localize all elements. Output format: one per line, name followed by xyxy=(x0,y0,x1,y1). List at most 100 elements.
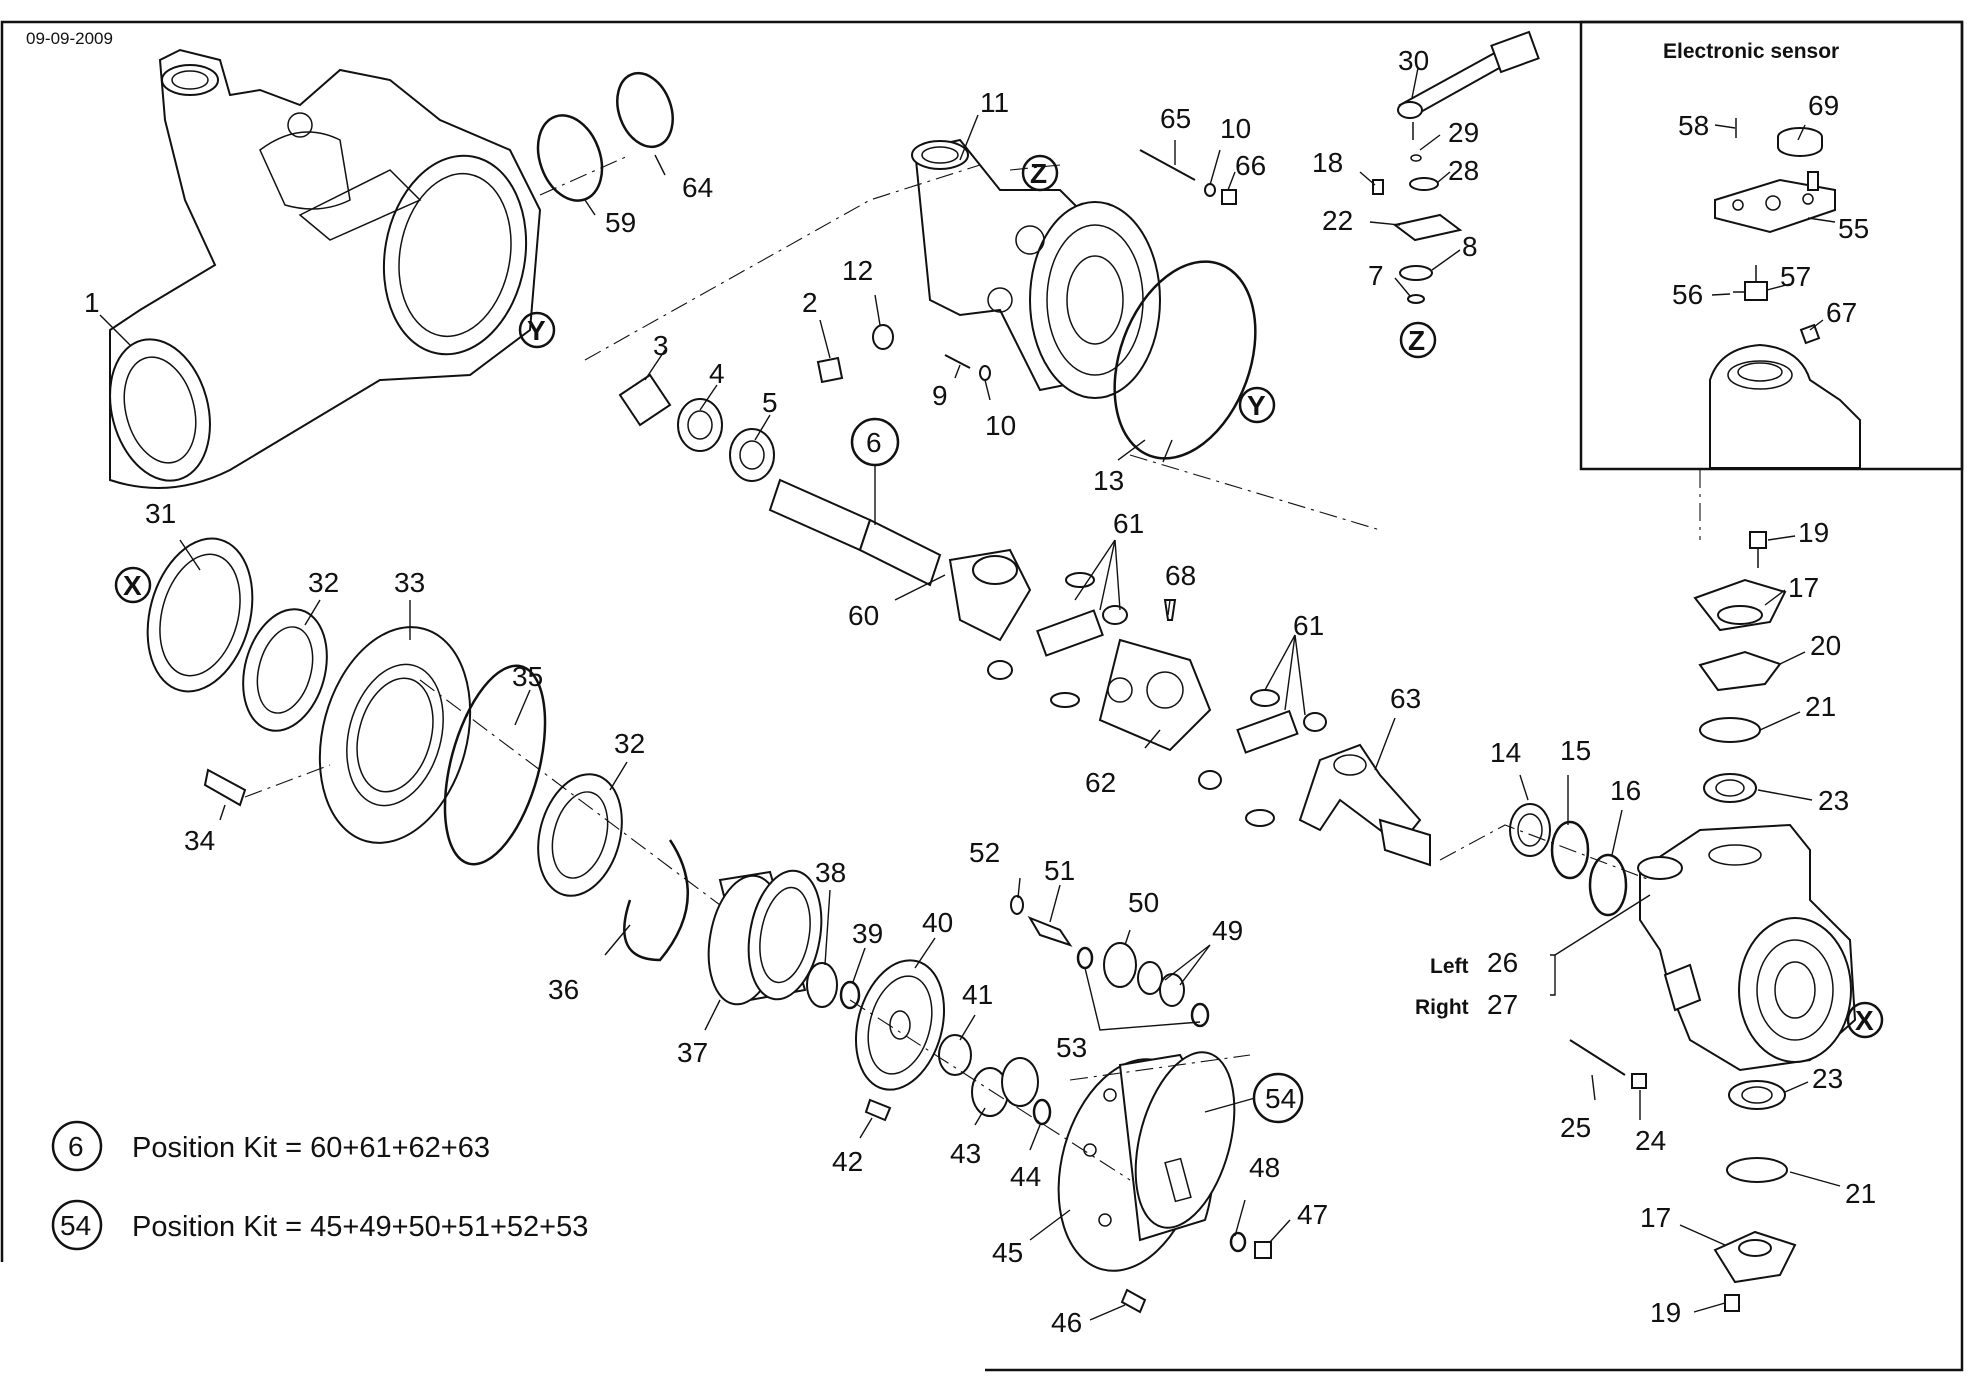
leader-lines xyxy=(99,67,1841,1321)
callout-19b: 19 xyxy=(1650,1297,1681,1328)
snap-ring-15 xyxy=(1550,820,1590,880)
callout-22: 22 xyxy=(1322,205,1353,236)
washer-52 xyxy=(1010,895,1024,915)
callout-8: 8 xyxy=(1462,231,1478,262)
callout-56: 56 xyxy=(1672,279,1703,310)
pin-51 xyxy=(1027,915,1073,947)
callout-13: 13 xyxy=(1093,465,1124,496)
callout-66: 66 xyxy=(1235,150,1266,181)
kit-6-position: 6 xyxy=(68,1131,84,1162)
axle-housing xyxy=(109,48,542,489)
callout-17a: 17 xyxy=(1788,572,1819,603)
swivel-housing-11 xyxy=(911,138,1161,399)
callout-18: 18 xyxy=(1312,147,1343,178)
callout-12: 12 xyxy=(842,255,873,286)
gear-50 xyxy=(1103,942,1137,988)
o-ring-13 xyxy=(1113,260,1257,460)
svg-text:Z: Z xyxy=(1408,325,1425,356)
callout-15: 15 xyxy=(1560,735,1591,766)
callout-21b: 21 xyxy=(1845,1178,1876,1209)
callout-4: 4 xyxy=(709,358,725,389)
o-ring-35 xyxy=(443,664,547,866)
callout-29: 29 xyxy=(1448,117,1479,148)
callout-30: 30 xyxy=(1398,45,1429,76)
seal-14 xyxy=(1509,803,1551,857)
callout-45: 45 xyxy=(992,1237,1023,1268)
callout-58: 58 xyxy=(1678,110,1709,141)
callout-61a: 61 xyxy=(1113,508,1144,539)
callout-3: 3 xyxy=(653,330,669,361)
drive-shaft-assembly xyxy=(768,478,1431,867)
callout-55: 55 xyxy=(1838,213,1869,244)
callout-46: 46 xyxy=(1051,1307,1082,1338)
marker-z-top: Z xyxy=(1021,154,1059,192)
king-pin-bottom-stack xyxy=(1713,1080,1797,1312)
planet-carrier-40 xyxy=(854,959,946,1091)
callout-38: 38 xyxy=(815,857,846,888)
callout-59: 59 xyxy=(605,207,636,238)
svg-text:Y: Y xyxy=(1247,390,1266,421)
kit-54-text: Position Kit = 45+49+50+51+52+53 xyxy=(132,1211,588,1243)
callout-1: 1 xyxy=(84,287,100,318)
callout-60: 60 xyxy=(848,600,879,631)
marker-x-seal: X xyxy=(114,566,152,604)
callout-23b: 23 xyxy=(1812,1063,1843,1094)
callout-64: 64 xyxy=(682,172,713,203)
callout-9: 9 xyxy=(932,380,948,411)
kit-54-position: 54 xyxy=(60,1210,91,1241)
ring-48 xyxy=(1229,1231,1247,1253)
callout-2: 2 xyxy=(802,287,818,318)
callout-37: 37 xyxy=(677,1037,708,1068)
electronic-sensor-inset: Electronic sensor 58 69 55 56 57 67 xyxy=(1579,20,1964,471)
marker-z-sensor: Z xyxy=(1399,321,1437,359)
ring-16 xyxy=(1588,853,1628,917)
bearing-32a xyxy=(242,608,328,732)
inset-title: Electronic sensor xyxy=(1663,40,1839,63)
date-stamp: 09-09-2009 xyxy=(26,29,113,48)
callout-52: 52 xyxy=(969,837,1000,868)
callout-47: 47 xyxy=(1297,1199,1328,1230)
ring-39 xyxy=(839,980,861,1010)
callout-41: 41 xyxy=(962,979,993,1010)
plug-47 xyxy=(1254,1241,1272,1259)
callout-57: 57 xyxy=(1780,261,1811,292)
callout-33: 33 xyxy=(394,567,425,598)
callout-16: 16 xyxy=(1610,775,1641,806)
callout-7: 7 xyxy=(1368,260,1384,291)
marker-y-housing: Y xyxy=(518,311,556,349)
kit-legend: 6 Position Kit = 60+61+62+63 54 Position… xyxy=(51,1120,588,1251)
callout-62: 62 xyxy=(1085,767,1116,798)
callout-44: 44 xyxy=(1010,1161,1041,1192)
hub-cover-45 xyxy=(1057,1051,1236,1272)
callout-61b: 61 xyxy=(1293,610,1324,641)
marker-y-oring: Y xyxy=(1238,386,1276,424)
callout-28: 28 xyxy=(1448,155,1479,186)
callout-27: 27 xyxy=(1487,989,1518,1020)
marker-x-knuckle: X xyxy=(1846,1001,1884,1039)
king-pin-top-stack xyxy=(1693,531,1787,803)
ring-44 xyxy=(1032,1098,1052,1126)
steering-knuckle xyxy=(1637,823,1857,1072)
callout-32b: 32 xyxy=(614,728,645,759)
callout-39: 39 xyxy=(852,918,883,949)
callout-26: 26 xyxy=(1487,947,1518,978)
svg-text:Y: Y xyxy=(527,315,546,346)
snap-ring-36 xyxy=(623,839,689,962)
callout-10a: 10 xyxy=(985,410,1016,441)
callout-25: 25 xyxy=(1560,1112,1591,1143)
callout-6: 6 xyxy=(866,427,882,458)
callout-10b: 10 xyxy=(1220,113,1251,144)
callout-17b: 17 xyxy=(1640,1202,1671,1233)
side-left-label: Left xyxy=(1430,955,1469,978)
callout-51: 51 xyxy=(1044,855,1075,886)
bearing-32b xyxy=(537,773,623,897)
sensor-stack xyxy=(1372,30,1540,304)
callout-40: 40 xyxy=(922,907,953,938)
callouts: 1 2 3 4 5 6 7 8 9 10 10 11 12 13 14 15 1… xyxy=(84,45,1876,1338)
bearing-38 xyxy=(806,962,838,1008)
snap-ring-64 xyxy=(616,71,674,149)
callout-67: 67 xyxy=(1826,297,1857,328)
callout-31: 31 xyxy=(145,498,176,529)
callout-63: 63 xyxy=(1390,683,1421,714)
callout-34: 34 xyxy=(184,825,215,856)
